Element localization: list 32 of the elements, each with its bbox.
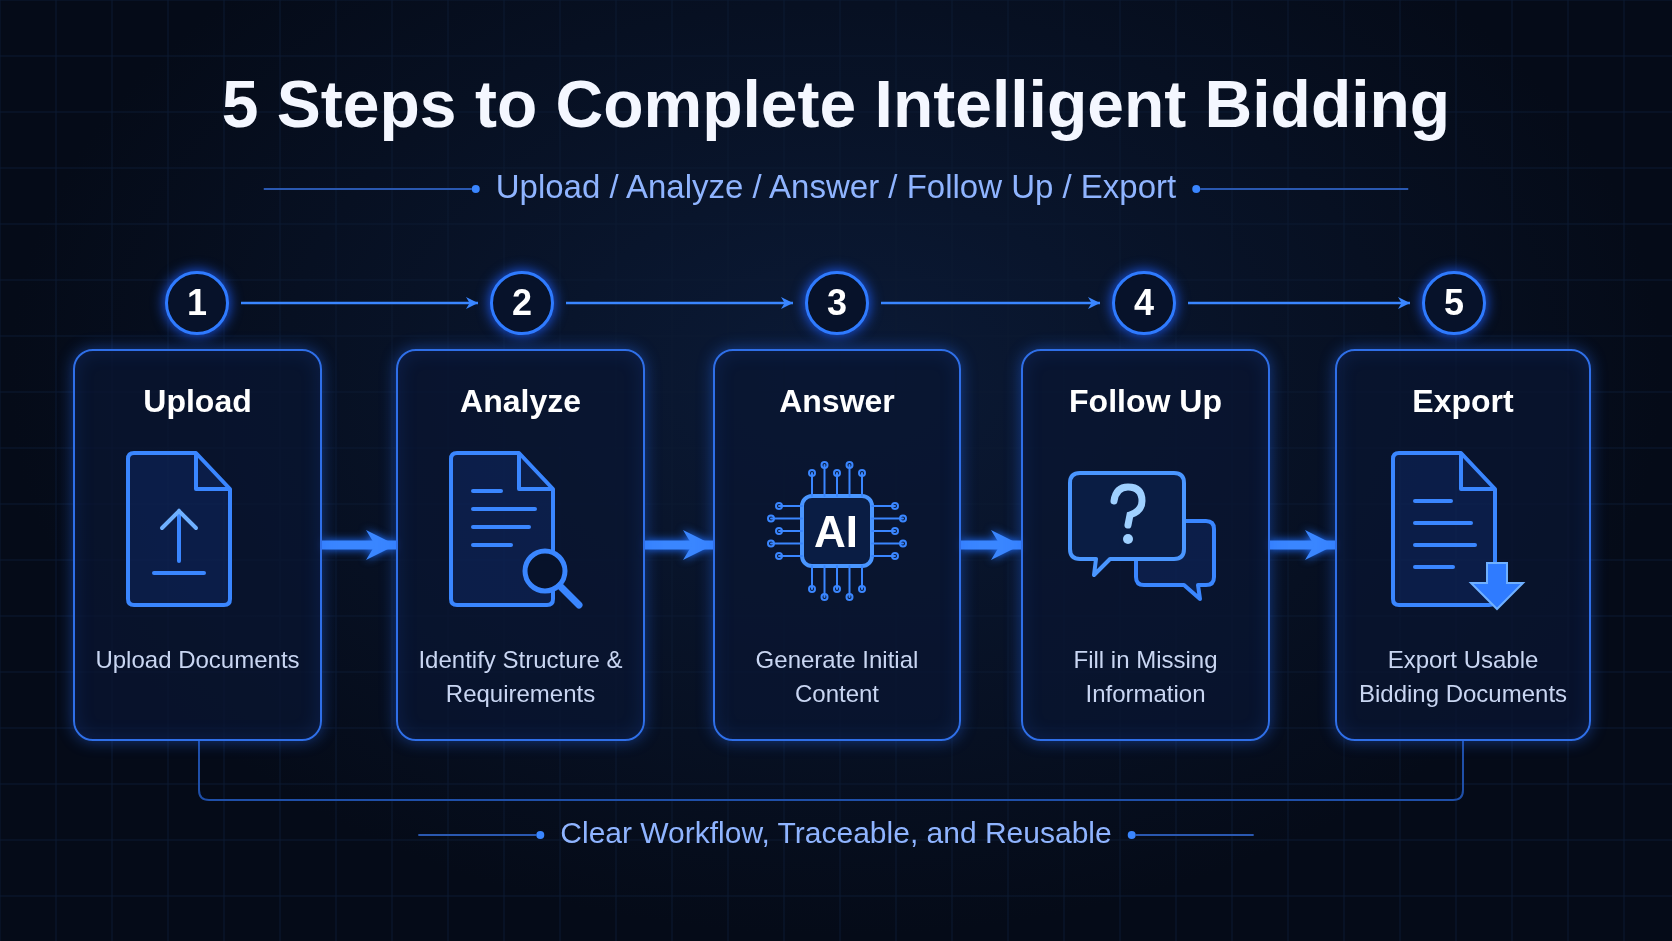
step-card <box>713 349 961 741</box>
step-number-circle: 4 <box>1112 271 1176 335</box>
arrow <box>961 530 1021 560</box>
card-description: Export Usable Bidding Documents <box>1357 645 1569 709</box>
arrow <box>645 530 713 560</box>
subtitle: Upload / Analyze / Answer / Follow Up / Export <box>495 168 1177 206</box>
step-number-circle: 5 <box>1422 271 1486 335</box>
card-description: Identify Structure & Requirements <box>417 645 624 709</box>
chip-label: AI <box>814 507 858 557</box>
arrow <box>322 530 396 560</box>
step-number-circle: 3 <box>805 271 869 335</box>
arrow <box>241 297 478 309</box>
arrow <box>566 297 793 309</box>
card-title: Export <box>1411 383 1515 420</box>
arrow <box>1188 297 1410 309</box>
step-card <box>396 349 645 741</box>
title: 5 Steps to Complete Intelligent Bidding <box>220 66 1452 142</box>
card-title: Answer <box>778 383 896 420</box>
step-number-circle: 2 <box>490 271 554 335</box>
arrow <box>1270 530 1335 560</box>
card-title: Upload <box>142 383 253 420</box>
card-description: Generate Initial Content <box>754 645 920 709</box>
step-number-circle: 1 <box>165 271 229 335</box>
card-description: Fill in Missing Information <box>1072 645 1219 709</box>
step-card <box>1335 349 1591 741</box>
card-title: Analyze <box>459 383 582 420</box>
step-card <box>73 349 322 741</box>
arrow <box>881 297 1100 309</box>
step-card <box>1021 349 1270 741</box>
card-description: Upload Documents <box>94 645 301 675</box>
footer-note: Clear Workflow, Traceable, and Reusable <box>560 816 1112 850</box>
card-title: Follow Up <box>1068 383 1223 420</box>
